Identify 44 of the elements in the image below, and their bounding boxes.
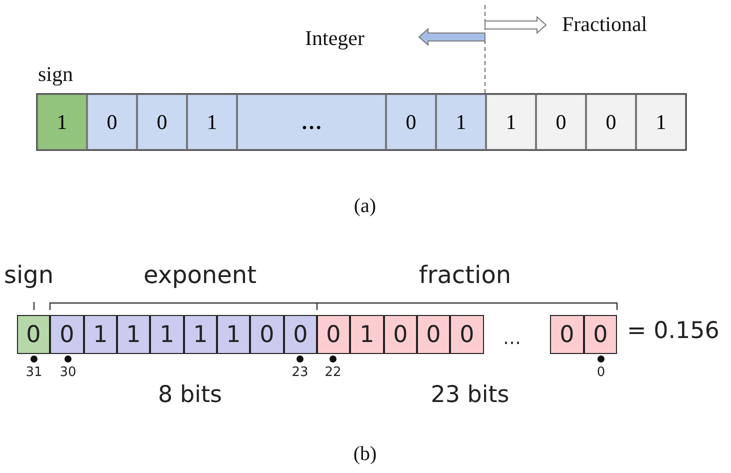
bit-cell: 1 bbox=[436, 94, 486, 150]
bit-count: 23 bits bbox=[430, 384, 510, 407]
bit-count: 8 bits bbox=[158, 384, 222, 407]
bit-cell: … bbox=[237, 94, 386, 150]
axis-label: Fractional bbox=[562, 14, 648, 35]
bit-cell: 0 bbox=[417, 315, 450, 354]
bit-cell: 1 bbox=[184, 315, 217, 354]
field-label: sign bbox=[4, 263, 54, 287]
bit-index: 31 bbox=[26, 366, 42, 379]
bit-cell: 0 bbox=[550, 315, 584, 354]
bit-cell: 1 bbox=[117, 315, 150, 354]
bit-cell: 1 bbox=[350, 315, 384, 354]
bit-cell: 0 bbox=[17, 315, 50, 354]
bit-cell: 0 bbox=[536, 94, 586, 150]
bit-cell: 0 bbox=[284, 315, 317, 354]
bit-cell: 0 bbox=[450, 315, 484, 354]
bit-cell: 0 bbox=[384, 315, 417, 354]
field-label: exponent bbox=[143, 263, 257, 287]
field-label: fraction bbox=[418, 263, 512, 287]
bit-cell: 1 bbox=[37, 94, 87, 150]
bit-cell: 1 bbox=[187, 94, 237, 150]
bit-cell: 0 bbox=[50, 315, 84, 354]
bit-index: 23 bbox=[292, 366, 308, 379]
bit-index: 30 bbox=[60, 366, 76, 379]
bit-cell: 1 bbox=[486, 94, 536, 150]
bit-cell: 0 bbox=[317, 315, 350, 354]
bit-cell: 0 bbox=[87, 94, 137, 150]
bit-cell: 1 bbox=[150, 315, 184, 354]
bit-index: 0 bbox=[596, 366, 606, 379]
bit-cell: 0 bbox=[137, 94, 187, 150]
ellipsis: … bbox=[503, 330, 521, 348]
bit-cell: 0 bbox=[584, 315, 617, 354]
value-label: = 0.156 bbox=[627, 320, 720, 343]
bit-cell: 1 bbox=[217, 315, 250, 354]
bit-cell: 1 bbox=[84, 315, 117, 354]
bit-cell: 1 bbox=[636, 94, 686, 150]
bit-cell: 0 bbox=[586, 94, 636, 150]
bit-index: 22 bbox=[324, 366, 342, 379]
axis-label: Integer bbox=[305, 28, 364, 49]
subfigure-label: (a) bbox=[354, 196, 376, 216]
bit-cell: 0 bbox=[250, 315, 284, 354]
subfigure-label: (b) bbox=[353, 444, 377, 464]
bit-cell: 0 bbox=[386, 94, 436, 150]
field-label: sign bbox=[38, 64, 74, 85]
